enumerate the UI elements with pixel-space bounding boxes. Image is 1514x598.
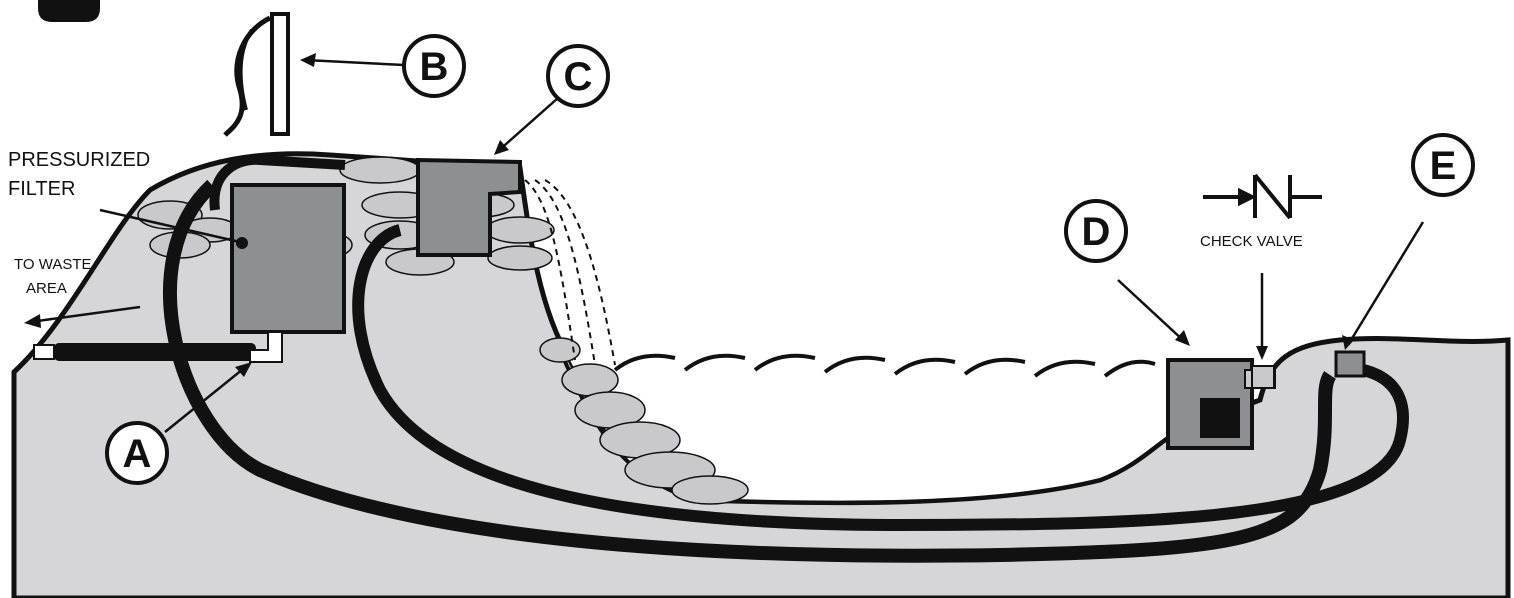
waterfall-stream (524, 179, 616, 366)
backwash-elbow (249, 331, 283, 363)
callout-b-letter: B (420, 45, 449, 89)
to-waste-label-line2: AREA (26, 280, 67, 297)
hose-fitting-e (1334, 350, 1366, 378)
arrow-heads (24, 53, 1354, 377)
pressurized-filter-label-line2: FILTER (8, 178, 75, 200)
pressurized-filter (230, 183, 346, 334)
waterfall-weir (416, 157, 522, 257)
water-surface (613, 353, 1156, 378)
check-valve-symbol (1203, 173, 1322, 220)
waste-hose-end-fitting (33, 344, 55, 360)
callout-c: C (546, 44, 610, 108)
check-valve (1251, 365, 1275, 389)
callout-b: B (402, 34, 466, 98)
callout-d: D (1064, 199, 1128, 263)
leader-lines (29, 58, 1425, 433)
uv-clarifier-b (223, 12, 290, 137)
callout-a-letter: A (123, 432, 152, 476)
pump-intake (1200, 398, 1240, 438)
return-hose (163, 179, 1337, 563)
pressurized-filter-label-line1: PRESSURIZED (8, 149, 150, 171)
callout-c-letter: C (564, 55, 593, 99)
callout-e-letter: E (1430, 144, 1457, 188)
filter-to-waterfall-hose (352, 224, 1409, 532)
check-valve-label: CHECK VALVE (1200, 233, 1303, 250)
to-waste-label-line1: TO WASTE (14, 256, 92, 273)
waste-hose (54, 343, 256, 361)
callout-e: E (1411, 133, 1475, 197)
callout-a: A (105, 421, 169, 485)
filter-top-plumbing (209, 154, 346, 211)
callout-d-letter: D (1082, 210, 1111, 254)
pond-basin (570, 360, 1180, 503)
step-badge (38, 0, 100, 22)
